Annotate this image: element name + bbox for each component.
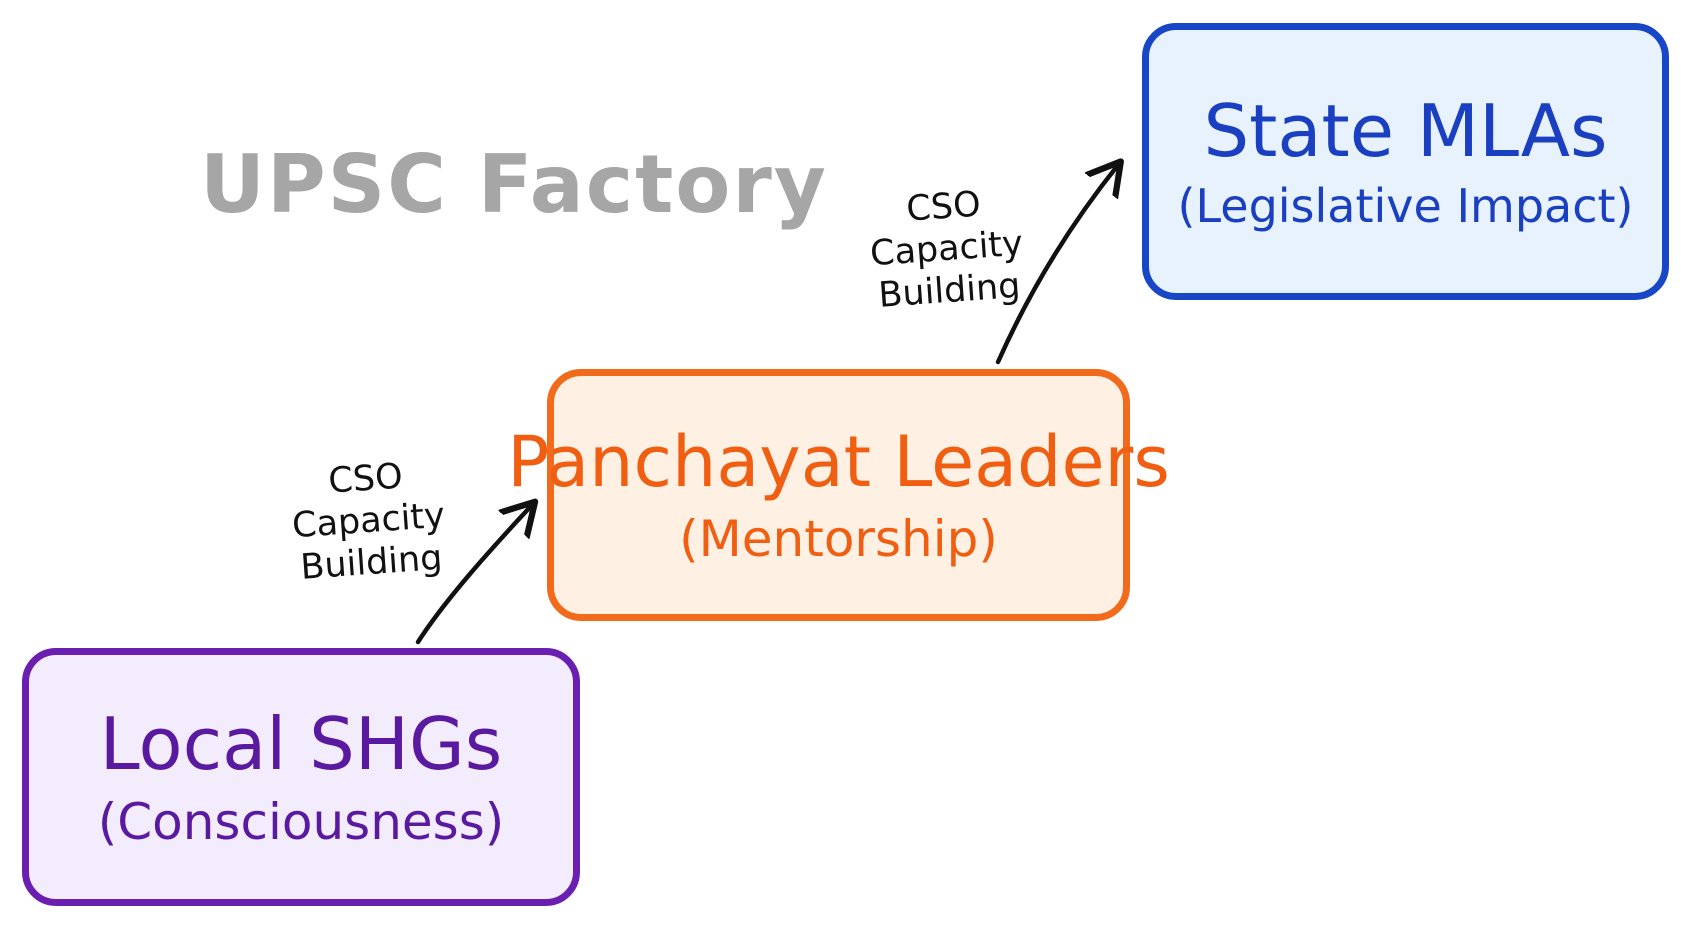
box-panchayat-leaders: Panchayat Leaders (Mentorship) (507, 369, 1170, 621)
watermark: UPSC Factory (200, 138, 828, 231)
arrow-panchayat-to-mla (995, 165, 1118, 365)
box-state-mlas: State MLAs (Legislative Impact) (1142, 23, 1669, 300)
arrow-label-cso-capacity-building: CSO Capacity Building (288, 453, 449, 589)
box-subtitle: (Mentorship) (679, 509, 998, 568)
box-subtitle: (Legislative Impact) (1177, 179, 1634, 234)
box-subtitle: (Consciousness) (97, 792, 505, 851)
box-local-shgs: Local SHGs (Consciousness) (22, 648, 580, 906)
arrow-shg-to-panchayat (415, 505, 532, 645)
box-title: State MLAs (1203, 88, 1608, 173)
arrow-label-cso-capacity-building: CSO Capacity Building (866, 181, 1027, 317)
box-title: Panchayat Leaders (507, 421, 1170, 503)
box-title: Local SHGs (99, 701, 503, 786)
